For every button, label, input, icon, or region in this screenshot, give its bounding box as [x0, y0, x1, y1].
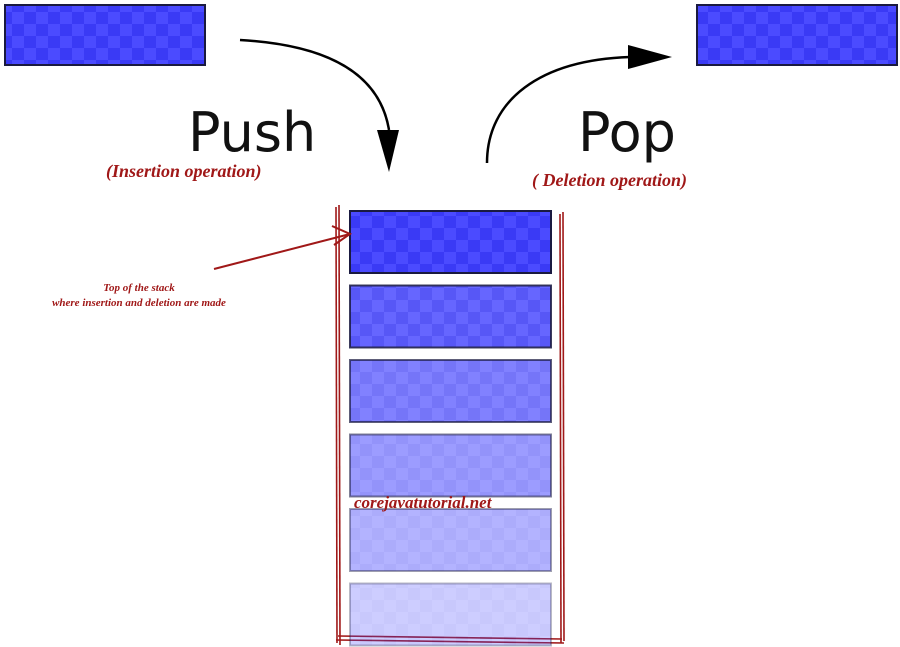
- push-arrowhead: [377, 130, 399, 172]
- push-title: Push: [188, 101, 317, 164]
- stack-element: [349, 433, 552, 498]
- top-pointer-arrowhead: [331, 225, 353, 246]
- stack-element: [349, 284, 552, 349]
- watermark: corejavatutorial.net: [354, 493, 492, 512]
- push-arrow: [239, 38, 391, 131]
- pop-target-element: [696, 4, 898, 66]
- pop-arrow: [485, 55, 631, 164]
- push-source-element: [4, 4, 206, 66]
- stack-element: [349, 508, 552, 572]
- stack-top-element: [349, 210, 552, 274]
- pop-subtitle: ( Deletion operation): [532, 170, 687, 190]
- pop-arrowhead: [628, 45, 672, 69]
- stack-element: [349, 359, 552, 423]
- top-note-line1: Top of the stack: [103, 282, 175, 294]
- top-pointer-line: [213, 233, 351, 270]
- push-subtitle: (Insertion operation): [106, 161, 262, 181]
- top-of-stack-note: Top of the stack where insertion and del…: [28, 281, 250, 311]
- pop-title: Pop: [578, 101, 676, 164]
- stack-elements: [349, 210, 552, 647]
- stack-element: [349, 582, 552, 647]
- top-note-line2: where insertion and deletion are made: [52, 297, 226, 309]
